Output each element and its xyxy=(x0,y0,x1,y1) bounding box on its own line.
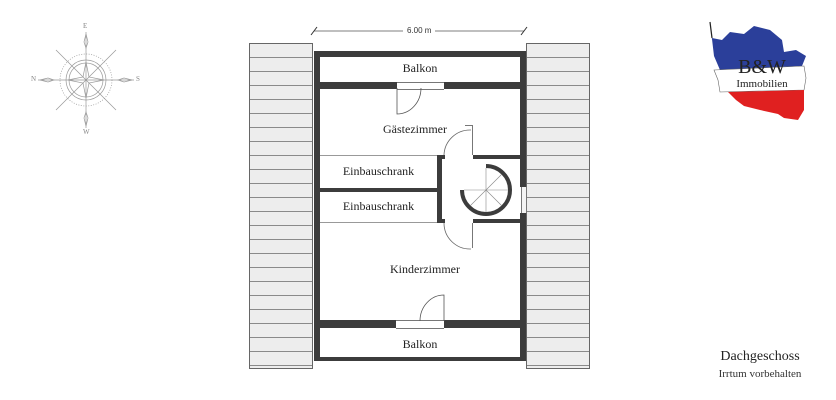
balcony-wall-bottom-right xyxy=(444,320,520,328)
balcony-wall-bottom-left xyxy=(320,320,396,328)
cabinet-back-wall xyxy=(437,155,442,223)
door-swing-bottom-icon xyxy=(419,294,445,322)
stair-thin-line-bottom xyxy=(472,223,473,248)
roof-slope-left xyxy=(249,43,313,369)
cabinet-outline-2 xyxy=(320,222,437,223)
compass-north-label: N xyxy=(31,75,37,83)
door-swing-kids-icon xyxy=(443,222,472,250)
room-label-kinderzimmer: Kinderzimmer xyxy=(390,262,460,276)
compass-rose-icon xyxy=(38,32,134,128)
disclaimer: Irrtum vorbehalten xyxy=(718,368,802,380)
outer-wall-right-top xyxy=(520,51,526,187)
stair-thin-line xyxy=(472,125,473,155)
room-label-einbauschrank-1: Einbauschrank xyxy=(342,164,415,178)
compass-south-label: S xyxy=(136,75,140,83)
compass-west-label: W xyxy=(83,128,90,136)
cabinet-back-cap-top xyxy=(437,155,445,159)
room-label-balkon-top: Balkon xyxy=(402,61,438,75)
outer-wall-right-bottom xyxy=(520,213,526,361)
cabinet-back-cap-bottom xyxy=(437,219,445,223)
spiral-staircase-icon xyxy=(460,164,512,216)
floor-plan-area xyxy=(314,51,526,359)
cabinet-divider-wall xyxy=(320,188,437,192)
company-logo-map-icon xyxy=(709,21,807,120)
logo-subtitle: Immobilien xyxy=(736,78,788,90)
room-label-balkon-bottom: Balkon xyxy=(402,337,438,351)
outer-wall-left xyxy=(314,51,320,361)
stair-wall-bottom xyxy=(473,219,520,223)
outer-wall-top xyxy=(314,51,526,57)
room-label-einbauschrank-2: Einbauschrank xyxy=(342,199,415,213)
floor-name: Dachgeschoss xyxy=(720,349,800,364)
compass-east-label: E xyxy=(83,22,88,30)
roof-slope-right xyxy=(526,43,590,369)
logo-title: B&W xyxy=(738,56,786,78)
outer-wall-bottom xyxy=(314,357,526,361)
balcony-wall-top-right xyxy=(444,82,520,89)
window-right xyxy=(521,187,527,213)
room-label-gaestezimmer: Gästezimmer xyxy=(383,122,447,136)
door-swing-top-icon xyxy=(396,87,422,115)
dimension-label: 6.00 m xyxy=(403,26,436,35)
door-swing-guest-icon xyxy=(443,129,472,156)
cabinet-outline-1 xyxy=(320,155,437,190)
stair-wall-top xyxy=(473,155,520,159)
stair-thin-line-top xyxy=(465,125,473,126)
balcony-door-top[interactable] xyxy=(397,82,444,90)
balcony-wall-top-left xyxy=(320,82,397,89)
